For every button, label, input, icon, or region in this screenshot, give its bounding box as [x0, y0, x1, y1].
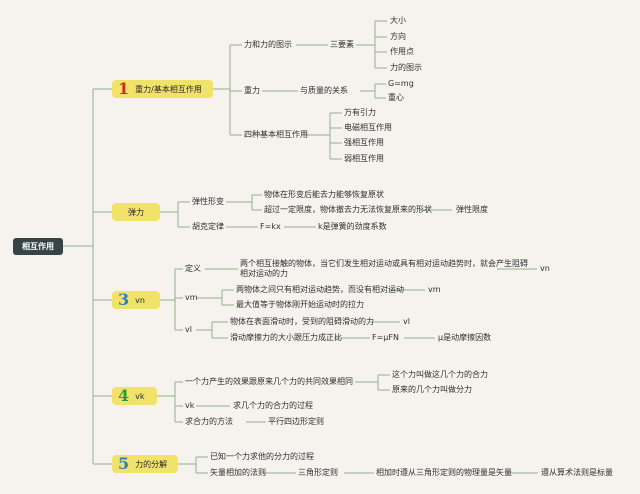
node-vn: vn [540, 264, 550, 273]
branch-3-number: 3 [118, 290, 130, 309]
root-label: 相互作用 [22, 242, 54, 251]
node-vl: vl [185, 325, 192, 334]
node-vector-rule: 矢量相加的法则 [210, 468, 266, 477]
node-relation-mass: 与质量的关系 [300, 86, 348, 95]
branch-5-box: 5 力的分解 [112, 455, 178, 473]
branch-1-label: 重力/基本相互作用 [135, 84, 202, 94]
branch-4-box: 4 vk [112, 387, 157, 405]
node-resultant: 这个力叫做这几个力的合力 [392, 370, 488, 379]
node-scalar: 遵从算术法则是标量 [541, 468, 613, 477]
node-mu-desc: μ是动摩擦因数 [438, 333, 492, 342]
node-vl-value: vl [403, 317, 410, 326]
node-force-diagram: 力的图示 [390, 63, 422, 72]
node-vm-value: vm [428, 285, 441, 294]
node-center-gravity: 重心 [388, 93, 404, 102]
node-vl-desc2: 滑动摩擦力的大小跟压力成正比 [230, 333, 342, 342]
branch-4-label: vk [135, 391, 145, 401]
node-weak: 弱相互作用 [344, 154, 384, 163]
root-node: 相互作用 [13, 238, 63, 255]
node-elastic-limit: 弹性限度 [456, 205, 488, 214]
node-vm: vm [185, 293, 198, 302]
node-hooke-law: 胡克定律 [192, 222, 224, 231]
branch-5-label: 力的分解 [135, 459, 168, 469]
node-strong: 强相互作用 [344, 138, 384, 147]
node-elastic-deformation: 弹性形变 [192, 197, 224, 206]
node-g-mg: G=mg [388, 79, 414, 88]
node-gravity: 重力 [244, 86, 260, 95]
branch-2-box: 2 弹力 [112, 203, 160, 221]
node-k-desc: k是弹簧的劲度系数 [318, 222, 387, 231]
node-equivalent-effect: 一个力产生的效果跟原来几个力的共同效果相同 [185, 377, 353, 386]
node-direction: 方向 [390, 32, 406, 41]
branch-3-label: vn [135, 295, 145, 305]
node-decomposition-process: 已知一个力求他的分力的过程 [210, 452, 314, 461]
node-magnitude: 大小 [390, 16, 406, 25]
node-parallelogram: 平行四边形定则 [268, 417, 324, 426]
node-force-graph: 力和力的图示 [244, 40, 292, 49]
node-definition: 定义 [185, 264, 201, 273]
node-vm-desc2: 最大值等于物体刚开始运动时的拉力 [236, 300, 364, 309]
node-vector-quantity: 相加时遵从三角形定则的物理量是矢量 [376, 468, 512, 477]
node-four-interactions: 四种基本相互作用 [244, 130, 308, 139]
node-exceed-limit: 超过一定限度，物体撤去力无法恢复原来的形状 [264, 205, 432, 214]
node-vl-desc1: 物体在表面滑动时，受到的阻碍滑动的力 [230, 317, 374, 326]
node-universal-gravitation: 万有引力 [344, 108, 376, 117]
node-vk: vk [185, 401, 195, 410]
branch-2-label: 弹力 [128, 207, 144, 217]
branch-4-number: 4 [118, 386, 130, 405]
node-vm-desc1: 两物体之间只有相对运动趋势，而没有相对运动 [236, 285, 404, 294]
node-components: 原来的几个力叫做分力 [392, 385, 472, 394]
branch-1-number: 1 [118, 79, 130, 98]
node-point: 作用点 [390, 47, 414, 56]
node-composition-method: 求合力的方法 [185, 417, 233, 426]
node-composition-process: 求几个力的合力的过程 [233, 401, 313, 410]
node-electromagnetic: 电磁相互作用 [344, 123, 392, 132]
branch-3-box: 3 vn [112, 291, 160, 309]
branch-1-box: 1 重力/基本相互作用 [112, 80, 213, 98]
node-deformation-desc: 物体在形变后能去力能够恢复原状 [264, 190, 384, 199]
branch-5-number: 5 [118, 454, 130, 473]
node-f-mu-fn: F=μFN [372, 333, 399, 342]
node-three-elements: 三要素 [330, 40, 354, 49]
node-friction-definition: 两个相互接触的物体，当它们发生相对运动或具有相对运动趋势时，就会产生阻碍相对运动… [240, 259, 528, 278]
branch-2-number: 2 [118, 202, 130, 221]
node-triangle-rule: 三角形定则 [298, 468, 338, 477]
node-f-kx: F=kx [260, 222, 281, 231]
